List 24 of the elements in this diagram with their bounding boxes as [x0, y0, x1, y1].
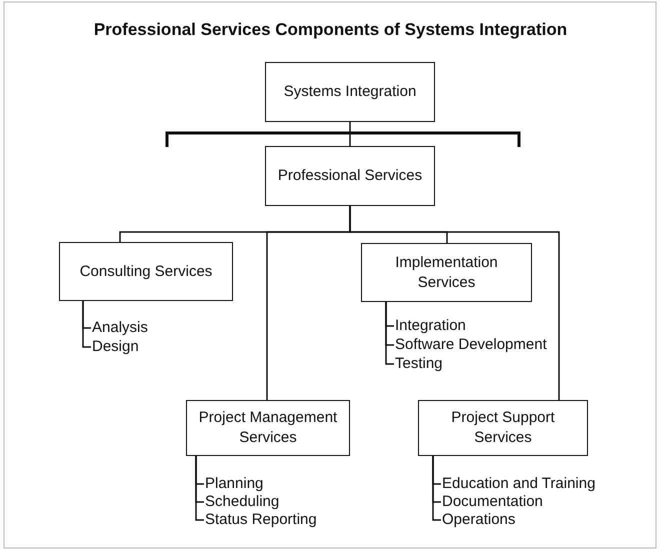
list-item: Planning — [205, 475, 264, 493]
list-item: Design — [92, 338, 139, 356]
list-item: Documentation — [442, 493, 543, 511]
list-item: Education and Training — [442, 475, 596, 493]
org-box: Project Management Services — [186, 400, 350, 456]
connector-line — [349, 122, 351, 146]
list-item: Testing — [395, 355, 443, 373]
list-item: Software Development — [395, 336, 547, 354]
list-item: Operations — [442, 511, 516, 529]
org-box: Systems Integration — [265, 62, 435, 122]
list-item: Integration — [395, 317, 466, 335]
connector-line — [82, 301, 91, 348]
connector-line — [432, 456, 441, 521]
org-box: Implementation Services — [361, 243, 532, 302]
diagram-title: Professional Services Components of Systems Integration — [92, 20, 568, 40]
org-box: Professional Services — [265, 146, 435, 206]
list-item: Status Reporting — [205, 511, 317, 529]
org-box: Project Support Services — [418, 400, 588, 456]
connector-line — [385, 302, 394, 365]
org-box: Consulting Services — [59, 242, 233, 301]
list-item: Scheduling — [205, 493, 280, 511]
connector-line — [195, 456, 204, 521]
connector-line — [349, 206, 560, 400]
list-item: Analysis — [92, 319, 148, 337]
